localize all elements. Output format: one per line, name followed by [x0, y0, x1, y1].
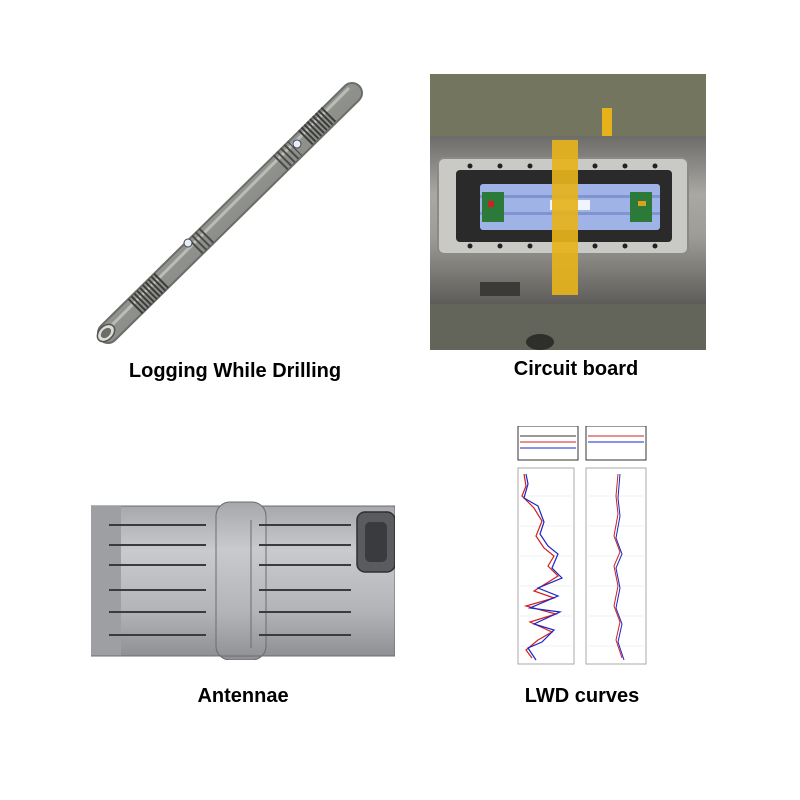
log-curves-icon	[514, 426, 650, 676]
caption-logging-while-drilling: Logging While Drilling	[128, 360, 342, 382]
antenna-collar-icon	[91, 501, 395, 660]
circuit-board-photo	[430, 74, 706, 350]
caption-antennae: Antennae	[197, 685, 289, 707]
caption-lwd-curves: LWD curves	[524, 685, 640, 707]
circuit-board-panel: Circuit board	[430, 74, 706, 380]
lwd-curves-panel: LWD curves	[514, 426, 650, 707]
caption-circuit-board: Circuit board	[513, 358, 639, 380]
lwd-tool-panel: Logging While Drilling	[90, 75, 380, 382]
antennae-panel: Antennae	[91, 500, 395, 707]
drill-tool-icon	[96, 82, 363, 344]
